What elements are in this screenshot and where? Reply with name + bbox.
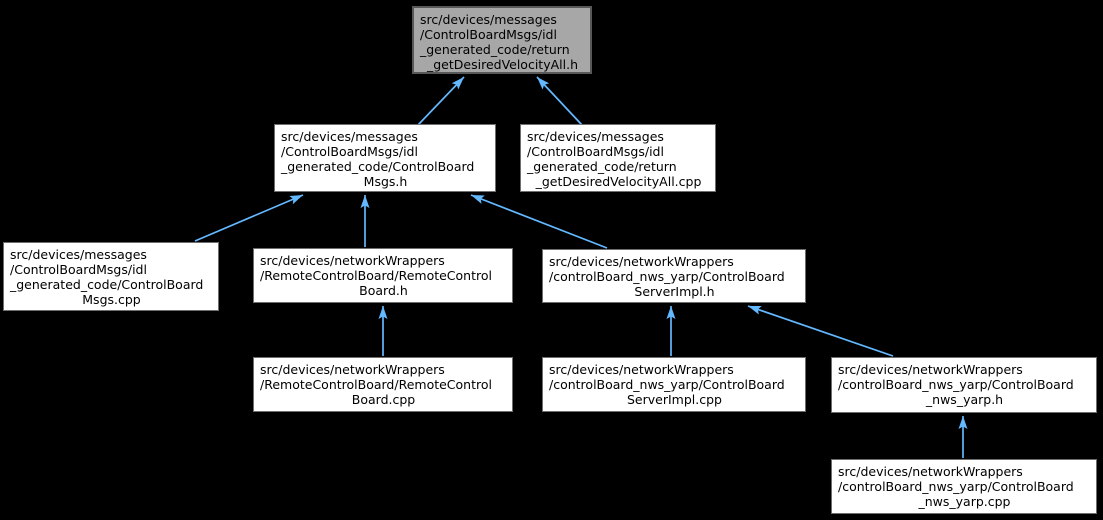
node-label-line: _getDesiredVelocityAll.cpp — [535, 174, 702, 189]
node-label-line: /controlBoard_nws_yarp/ControlBoard — [549, 377, 785, 392]
node-label-line: src/devices/networkWrappers — [549, 254, 734, 269]
node-label-line: ServerImpl.h — [634, 284, 715, 299]
node-label-line: src/devices/messages — [281, 129, 418, 144]
node-ControlBoard_nws_yarp-cpp[interactable]: src/devices/networkWrappers /controlBoar… — [831, 459, 1097, 514]
node-label-line: _generated_code/return — [527, 159, 677, 174]
node-label-line: /RemoteControlBoard/RemoteControl — [260, 377, 492, 392]
node-label-line: src/devices/networkWrappers — [838, 464, 1023, 479]
node-ControlBoard_nws_yarp-h[interactable]: src/devices/networkWrappers /controlBoar… — [831, 357, 1097, 413]
node-label-line: _getDesiredVelocityAll.h — [427, 57, 578, 72]
node-label-line: Msgs.cpp — [82, 292, 141, 307]
node-label-line: /ControlBoardMsgs/idl — [10, 262, 147, 277]
edge-ControlBoardServerImpl_h-to-ControlBoardMsgs_h — [470, 194, 608, 249]
node-label-line: Board.h — [359, 283, 408, 298]
node-label-line: ServerImpl.cpp — [627, 392, 722, 407]
node-label-line: /controlBoard_nws_yarp/ControlBoard — [549, 269, 785, 284]
node-label-line: Board.cpp — [351, 392, 416, 407]
node-label-line: _nws_yarp.h — [925, 392, 1004, 407]
node-label-line: src/devices/networkWrappers — [260, 362, 445, 377]
node-ControlBoardServerImpl-cpp[interactable]: src/devices/networkWrappers /controlBoar… — [542, 357, 806, 412]
node-label-line: /controlBoard_nws_yarp/ControlBoard — [838, 377, 1074, 392]
node-label-line: _generated_code/return — [420, 42, 570, 57]
node-RemoteControlBoard-cpp[interactable]: src/devices/networkWrappers /RemoteContr… — [253, 357, 513, 412]
node-return_getDesiredVelocityAll-h-current: src/devices/messages /ControlBoardMsgs/i… — [412, 6, 592, 74]
node-label-line: /ControlBoardMsgs/idl — [281, 144, 418, 159]
node-ControlBoardMsgs-cpp[interactable]: src/devices/messages /ControlBoardMsgs/i… — [3, 242, 219, 311]
node-label-line: src/devices/messages — [10, 247, 147, 262]
node-label-line: _nws_yarp.cpp — [918, 494, 1011, 509]
node-label-line: _generated_code/ControlBoard — [10, 277, 204, 292]
node-label-line: src/devices/messages — [527, 129, 664, 144]
node-RemoteControlBoard-h[interactable]: src/devices/networkWrappers /RemoteContr… — [253, 248, 513, 303]
node-label-line: _generated_code/ControlBoard — [281, 159, 475, 174]
node-ControlBoardMsgs-h[interactable]: src/devices/messages /ControlBoardMsgs/i… — [274, 124, 496, 192]
node-ControlBoardServerImpl-h[interactable]: src/devices/networkWrappers /controlBoar… — [542, 249, 806, 303]
node-label-line: /RemoteControlBoard/RemoteControl — [260, 268, 492, 283]
node-return_getDesiredVelocityAll-cpp[interactable]: src/devices/messages /ControlBoardMsgs/i… — [520, 124, 716, 192]
node-label-line: /controlBoard_nws_yarp/ControlBoard — [838, 479, 1074, 494]
edge-ControlBoard_nws_yarp_h-to-ControlBoardServerImpl_h — [747, 305, 894, 357]
node-label-line: Msgs.h — [363, 174, 408, 189]
node-label-line: src/devices/networkWrappers — [260, 253, 445, 268]
node-label-line: src/devices/networkWrappers — [549, 362, 734, 377]
node-label-line: src/devices/messages — [420, 12, 557, 27]
edge-return_getDesiredVelocityAll_cpp-to-return_getDesiredVelocityAll_h — [536, 76, 583, 126]
node-label-line: /ControlBoardMsgs/idl — [527, 144, 664, 159]
edge-ControlBoardMsgs_cpp-to-ControlBoardMsgs_h — [194, 194, 304, 242]
node-label-line: /ControlBoardMsgs/idl — [420, 27, 557, 42]
edge-ControlBoardMsgs_h-to-return_getDesiredVelocityAll_h — [417, 76, 465, 126]
node-label-line: src/devices/networkWrappers — [838, 362, 1023, 377]
